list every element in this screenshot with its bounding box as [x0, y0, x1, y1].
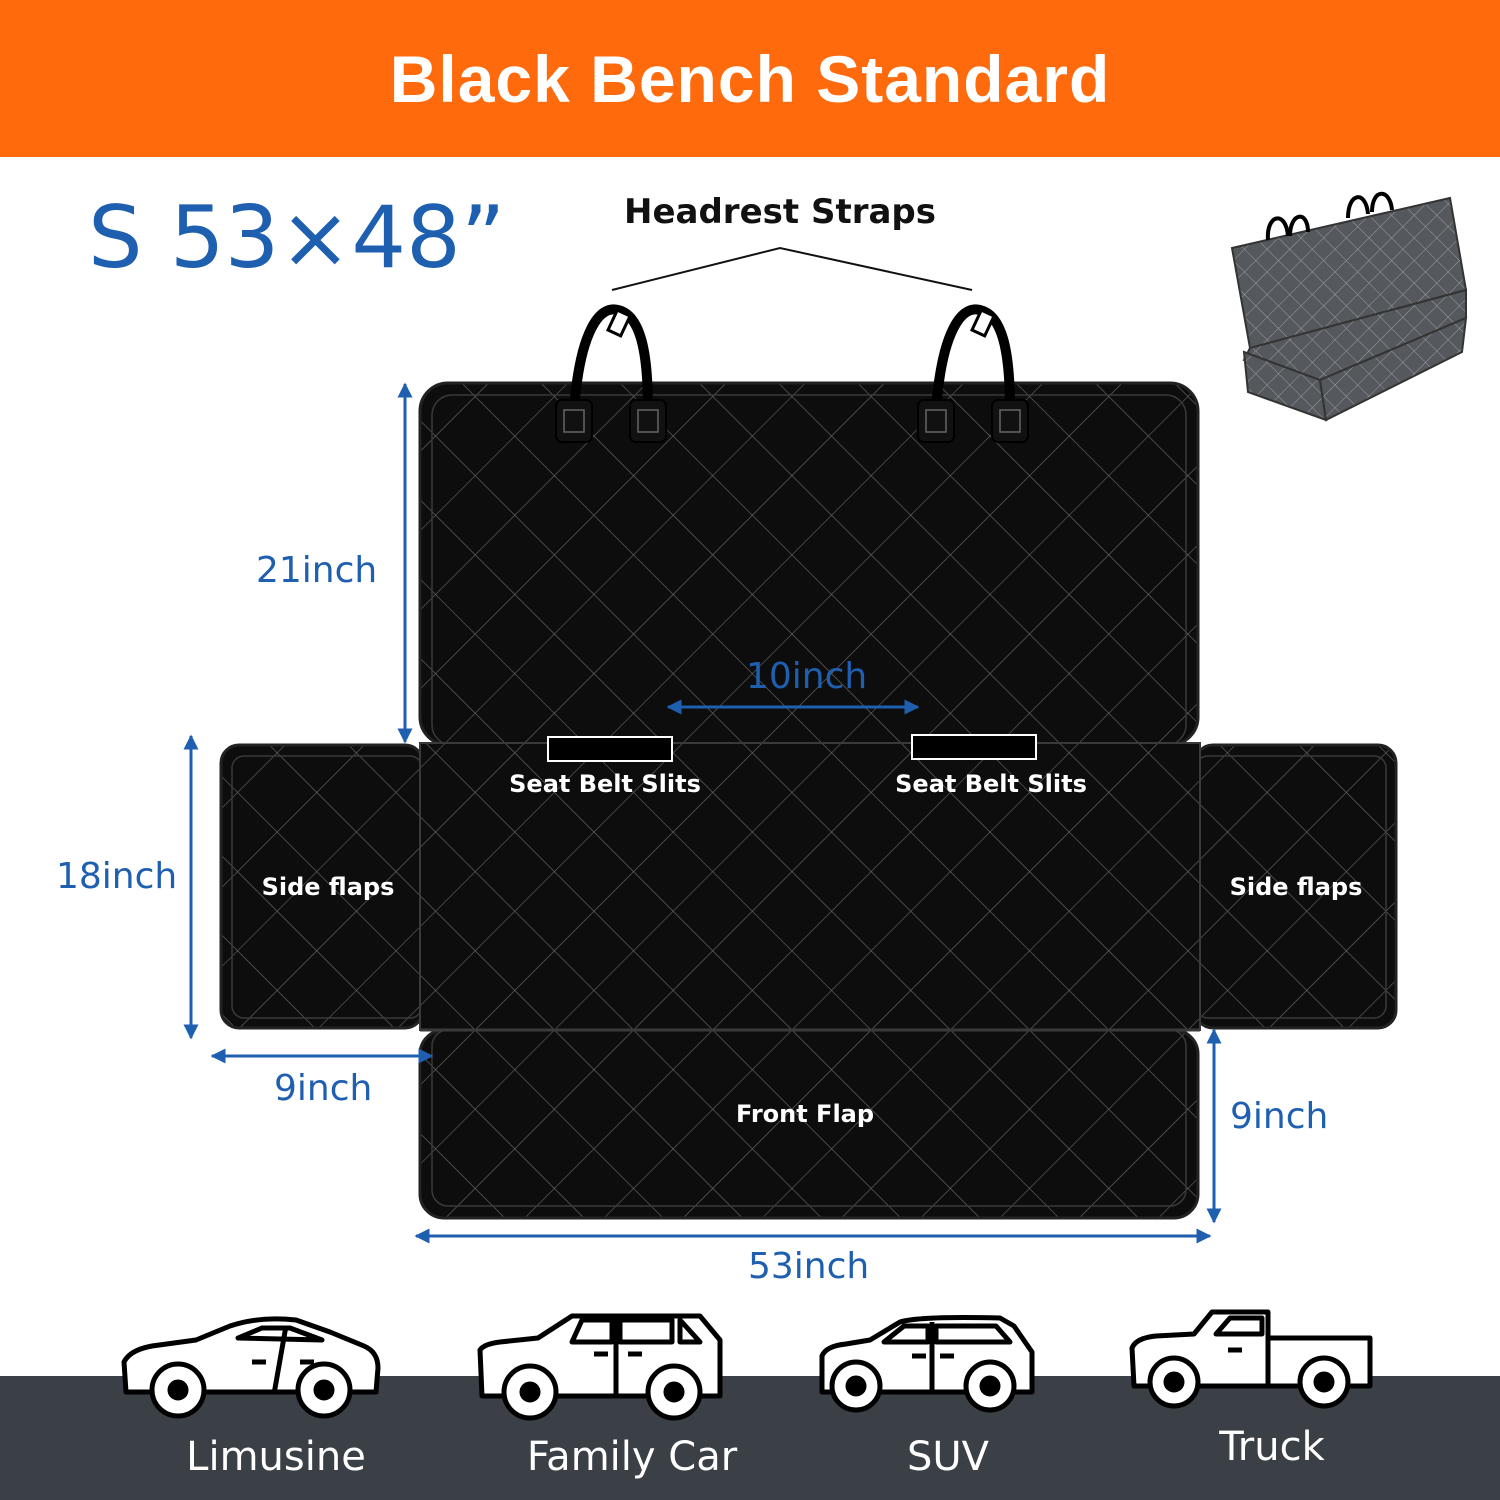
vehicle-label-truck: Truck — [1219, 1424, 1325, 1470]
seat-panel — [419, 742, 1201, 1031]
header-banner: Black Bench Standard — [0, 0, 1500, 157]
side-height-label: 18inch — [56, 856, 178, 897]
size-label: S 53×48” — [88, 188, 506, 288]
vehicle-label-suv: SUV — [906, 1434, 990, 1480]
seat-belt-slits-label-left: Seat Belt Slits — [509, 770, 701, 798]
seat-belt-slits-label-right: Seat Belt Slits — [895, 770, 1087, 798]
front-flap-label: Front Flap — [735, 1100, 875, 1128]
side-width-label: 9inch — [274, 1068, 373, 1109]
headrest-strap-left — [555, 304, 667, 443]
side-flaps-label-right: Side flaps — [1229, 873, 1363, 901]
side-flaps-label-left: Side flaps — [261, 873, 395, 901]
seat-belt-slit-left — [547, 736, 673, 762]
seat-belt-slit-right — [911, 734, 1037, 760]
vehicle-footer — [0, 1376, 1500, 1500]
back-height-label: 21inch — [256, 550, 378, 591]
front-height-label: 9inch — [1230, 1096, 1329, 1137]
product-thumbnail-icon — [1230, 191, 1468, 422]
page-title: Black Bench Standard — [389, 41, 1111, 116]
vehicle-label-limusine: Limusine — [186, 1434, 366, 1480]
headrest-strap-right — [917, 304, 1029, 443]
headrest-straps-label: Headrest Straps — [624, 192, 936, 232]
belt-spacing-label: 10inch — [746, 656, 868, 697]
vehicle-label-family-car: Family Car — [526, 1434, 738, 1480]
headrest-bracket — [611, 246, 973, 291]
total-width-label: 53inch — [748, 1246, 870, 1287]
